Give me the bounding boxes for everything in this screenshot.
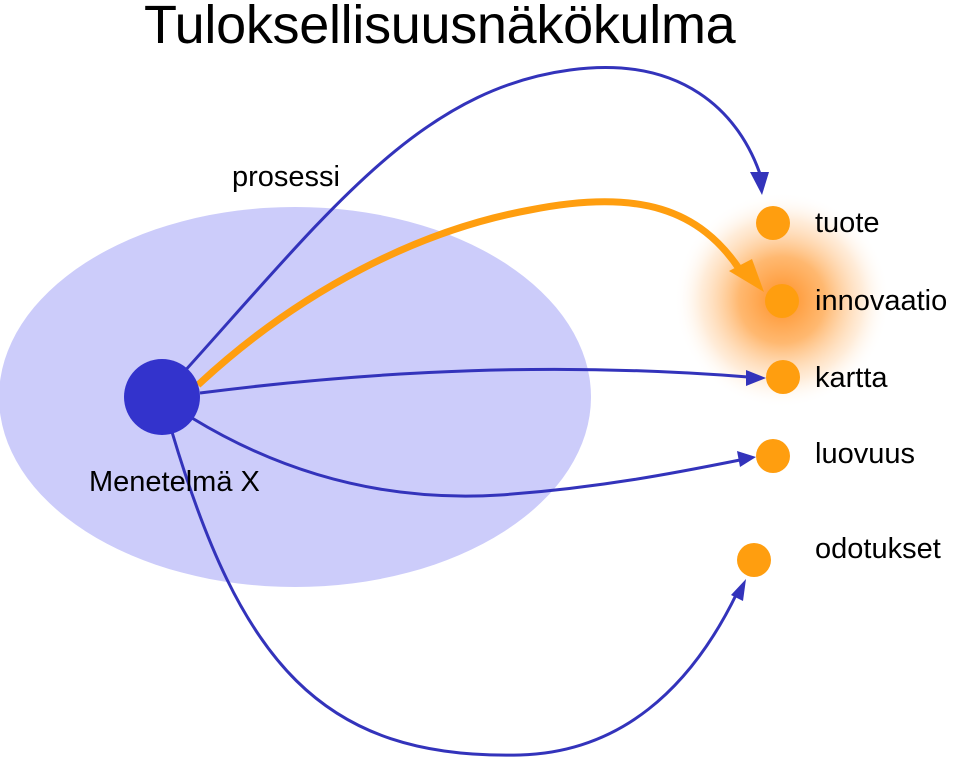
slide-title: Tuloksellisuusnäkökulma bbox=[144, 0, 736, 55]
arrowhead-luovuus bbox=[737, 451, 756, 467]
outcome-node-kartta bbox=[766, 360, 800, 394]
outcome-node-innovaatio bbox=[765, 284, 799, 318]
process-label: prosessi bbox=[232, 161, 340, 193]
arrow-to-odotukset bbox=[170, 431, 739, 757]
arrowhead-tuote bbox=[750, 172, 769, 195]
arrow-to-kartta bbox=[199, 367, 749, 395]
outcome-label-tuote: tuote bbox=[815, 207, 880, 239]
outcome-label-kartta: kartta bbox=[815, 362, 888, 394]
outcome-node-tuote bbox=[756, 206, 790, 240]
method-node bbox=[124, 359, 200, 435]
outcome-label-innovaatio: innovaatio bbox=[815, 285, 948, 317]
method-label: Menetelmä X bbox=[89, 466, 260, 498]
arrow-to-innovaatio bbox=[195, 198, 743, 388]
arrow-to-luovuus bbox=[191, 416, 741, 498]
arrow-to-tuote bbox=[181, 66, 764, 375]
arrowhead-odotukset bbox=[731, 579, 746, 601]
outcome-label-odotukset: odotukset bbox=[815, 533, 941, 565]
arrowhead-innovaatio bbox=[729, 259, 764, 292]
outcome-node-odotukset bbox=[737, 543, 771, 577]
arrowhead-kartta bbox=[746, 370, 766, 386]
outcome-label-luovuus: luovuus bbox=[815, 438, 915, 470]
process-area bbox=[0, 207, 591, 587]
outcome-node-luovuus bbox=[756, 439, 790, 473]
